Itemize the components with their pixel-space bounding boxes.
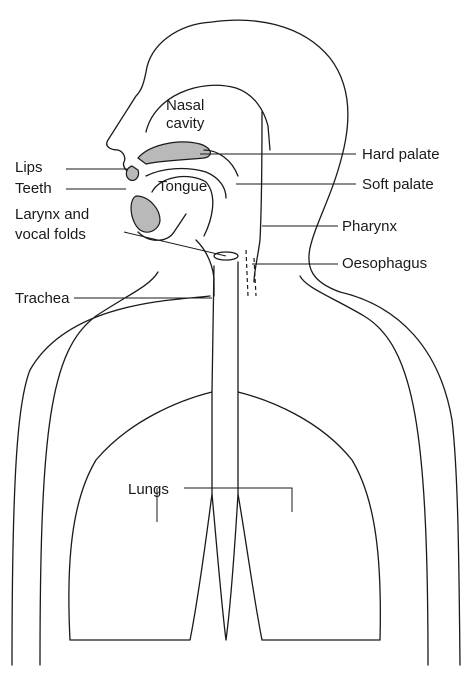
label-tongue: Tongue: [158, 178, 207, 195]
label-lungs: Lungs: [128, 481, 169, 498]
pharynx-wall: [254, 112, 262, 282]
right-lung: [238, 392, 380, 640]
pharynx-front: [196, 240, 214, 296]
label-larynx-line2: vocal folds: [15, 226, 86, 243]
hard-palate: [138, 142, 210, 164]
thorax-outline: [40, 272, 428, 665]
label-nasal-line2: cavity: [166, 115, 205, 132]
label-soft-palate: Soft palate: [362, 176, 434, 193]
label-hard-palate: Hard palate: [362, 146, 440, 163]
label-pharynx: Pharynx: [342, 218, 398, 235]
trachea-left: [212, 266, 214, 392]
mediastinum: [212, 494, 238, 640]
lower-lip: [131, 196, 160, 232]
larynx: [214, 252, 238, 260]
nasal-cavity-outline: [146, 85, 270, 150]
label-teeth: Teeth: [15, 180, 52, 197]
left-lung: [69, 392, 212, 640]
label-nasal-line1: Nasal: [166, 97, 204, 114]
label-oesophagus: Oesophagus: [342, 255, 427, 272]
label-lips: Lips: [15, 159, 43, 176]
leader-lungs: [157, 488, 292, 522]
leader-larynx: [124, 232, 226, 256]
body-silhouette: [12, 20, 460, 665]
oesophagus: [246, 250, 248, 296]
label-trachea: Trachea: [15, 290, 70, 307]
label-larynx-line1: Larynx and: [15, 206, 89, 223]
upper-lip: [126, 166, 138, 180]
